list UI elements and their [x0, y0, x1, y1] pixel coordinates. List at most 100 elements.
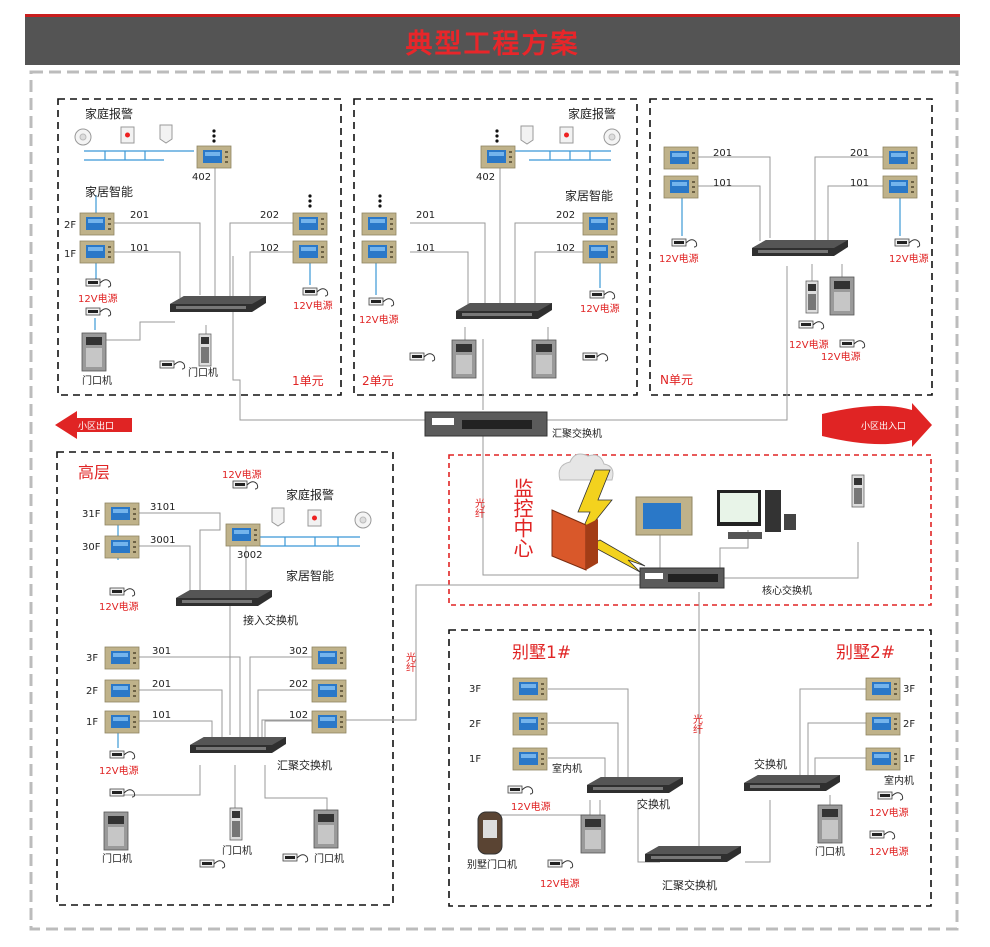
- unitn-power-b: 12V电源: [889, 252, 929, 265]
- highrise-room-3002: 3002: [237, 550, 262, 561]
- entry-label: 小区出入口: [861, 420, 906, 432]
- highrise-floor-31f: 31F: [82, 509, 101, 520]
- villa1-floor-2f: 2F: [469, 719, 481, 730]
- villa1-indoor-label: 室内机: [552, 762, 582, 775]
- unitn-room-101a: 101: [713, 178, 732, 189]
- villa2-indoor-label: 室内机: [884, 774, 914, 787]
- emergency-button-icon: [120, 126, 135, 144]
- highrise-room-102: 102: [289, 710, 308, 721]
- highrise-door-1: 门口机: [102, 852, 132, 865]
- monitoring-center-title: 监控中心: [510, 478, 534, 558]
- highrise-smart-label: 家居智能: [286, 568, 334, 583]
- villa1-title: 别墅1#: [512, 643, 571, 663]
- unit2-room-101: 101: [416, 243, 435, 254]
- emergency-button-icon: [307, 509, 322, 527]
- highrise-room-302: 302: [289, 646, 308, 657]
- villa2-power-c: 12V电源: [869, 806, 909, 819]
- unit1-power-a: 12V电源: [78, 292, 118, 305]
- smoke-detector-icon: [74, 128, 92, 146]
- villa1-power-a: 12V电源: [511, 800, 551, 813]
- villa-door-station-icon: [477, 811, 503, 855]
- unitn-room-201a: 201: [713, 148, 732, 159]
- firewall-icon: [551, 509, 598, 571]
- unit1-floor-2f: 2F: [64, 220, 76, 231]
- unitn-title: N单元: [660, 373, 693, 387]
- unit2-room-201: 201: [416, 210, 435, 221]
- network-switch-icon: [170, 240, 848, 862]
- villa2-door-label: 门口机: [815, 845, 845, 858]
- villa-agg-switch-label: 汇聚交换机: [662, 878, 717, 892]
- highrise-room-201: 201: [152, 679, 171, 690]
- unit2-room-402: 402: [476, 172, 495, 183]
- highrise-door-3: 门口机: [314, 852, 344, 865]
- highrise-power-1: 12V电源: [99, 600, 139, 613]
- smoke-detector-icon: [354, 511, 372, 529]
- unit2-smart-label: 家居智能: [565, 188, 613, 203]
- highrise-access-switch-label: 接入交换机: [243, 613, 298, 627]
- villa1-floor-1f: 1F: [469, 754, 481, 765]
- unit1-room-202: 202: [260, 210, 279, 221]
- unitn-room-201b: 201: [850, 148, 869, 159]
- unit1-smart-label: 家居智能: [85, 184, 133, 199]
- unit2-power-b: 12V电源: [580, 302, 620, 315]
- villa-door-label: 别墅门口机: [467, 858, 517, 871]
- smoke-detector-icon: [603, 128, 621, 146]
- highrise-floor-2f: 2F: [86, 686, 98, 697]
- monitor-terminal-icon: [635, 496, 693, 536]
- aggregation-switch-label: 汇聚交换机: [552, 427, 602, 440]
- pir-sensor-icon: [159, 124, 173, 144]
- page-title: 典型工程方案: [405, 29, 580, 60]
- unitn-power-d: 12V电源: [821, 350, 861, 363]
- highrise-room-101: 101: [152, 710, 171, 721]
- villa1-floor-3f: 3F: [469, 684, 481, 695]
- exit-arrow: [55, 411, 132, 439]
- exit-label: 小区出口: [78, 420, 114, 432]
- villa2-power-d: 12V电源: [869, 845, 909, 858]
- villa2-title: 别墅2#: [836, 643, 895, 663]
- villa2-floor-2f: 2F: [903, 719, 915, 730]
- more-floors-dots-icon: [212, 129, 499, 208]
- unit1-door-a: 门口机: [82, 374, 112, 387]
- highrise-room-301: 301: [152, 646, 171, 657]
- highrise-floor-1f: 1F: [86, 717, 98, 728]
- highrise-alarm-label: 家庭报警: [286, 487, 334, 502]
- villa1-power-b: 12V电源: [540, 877, 580, 890]
- highrise-agg-switch-label: 汇聚交换机: [277, 758, 332, 772]
- unit1-room-402: 402: [192, 172, 211, 183]
- unit2-alarm-label: 家庭报警: [568, 106, 616, 121]
- indoor-monitor-icon: [79, 145, 918, 771]
- villa2-switch-label: 交换机: [754, 757, 787, 771]
- highrise-floor-30f: 30F: [82, 542, 101, 553]
- pir-sensor-icon: [520, 125, 534, 145]
- unit1-power-b: 12V电源: [293, 299, 333, 312]
- highrise-room-3101: 3101: [150, 502, 175, 513]
- computer-icon: [717, 490, 796, 539]
- fiber-label-1: 光纤: [473, 497, 485, 519]
- title-banner: 典型工程方案: [25, 14, 960, 65]
- villa2-floor-1f: 1F: [903, 754, 915, 765]
- unit1-room-101: 101: [130, 243, 149, 254]
- fiber-label-2: 光纤: [404, 651, 416, 673]
- highrise-door-2: 门口机: [222, 844, 252, 857]
- highrise-title: 高层: [78, 463, 110, 482]
- unit1-room-201: 201: [130, 210, 149, 221]
- unit2-title: 2单元: [362, 374, 394, 388]
- power-supply-icon: [85, 238, 921, 869]
- unitn-power-a: 12V电源: [659, 252, 699, 265]
- emergency-button-icon: [559, 126, 574, 144]
- entry-arrow: [822, 403, 932, 447]
- unit1-door-b: 门口机: [188, 366, 218, 379]
- highrise-power-2: 12V电源: [99, 764, 139, 777]
- door-station-icon: [81, 276, 855, 854]
- unitn-room-101b: 101: [850, 178, 869, 189]
- unit2-room-202: 202: [556, 210, 575, 221]
- core-switch-label: 核心交换机: [762, 584, 812, 597]
- fiber-label-3: 光纤: [691, 713, 703, 735]
- aggregation-switch-icon: [424, 411, 548, 437]
- unit1-alarm-label: 家庭报警: [85, 106, 133, 121]
- unitn-power-c: 12V电源: [789, 338, 829, 351]
- unit2-power-a: 12V电源: [359, 313, 399, 326]
- highrise-floor-3f: 3F: [86, 653, 98, 664]
- unit1-room-102: 102: [260, 243, 279, 254]
